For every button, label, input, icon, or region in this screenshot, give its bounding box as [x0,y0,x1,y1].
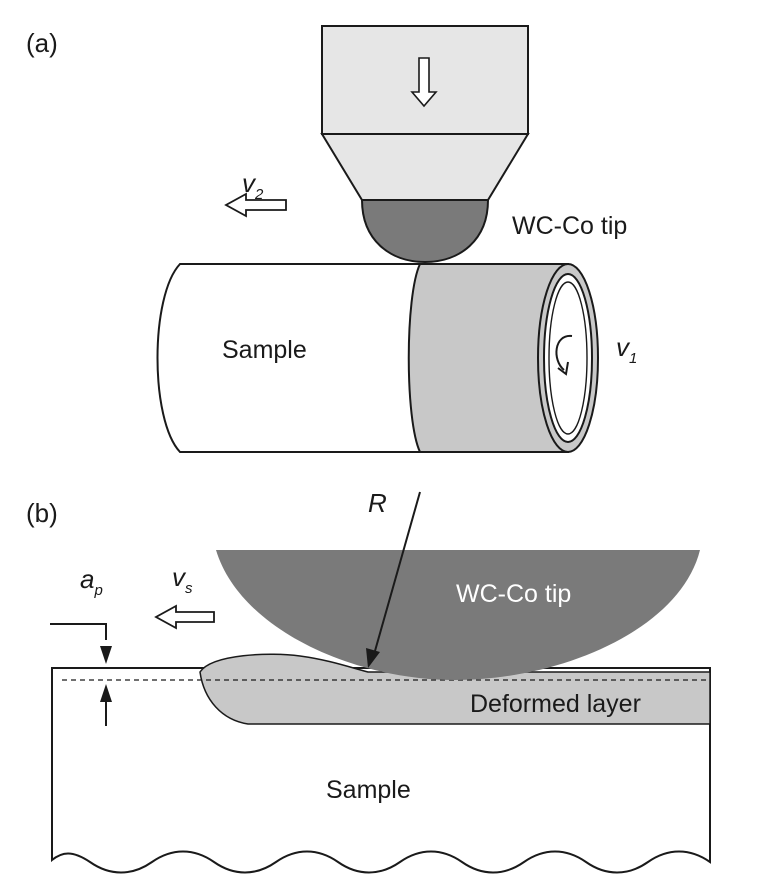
ap-leader-line [50,623,107,640]
v2-arrow-icon [224,192,287,218]
panel-b-label: (b) [26,498,58,528]
ap-symbol: ap [80,564,103,599]
tip-label-a: WC-Co tip [512,212,627,240]
cylinder-end-inner [548,281,588,435]
deformed-layer [199,653,711,725]
v1-symbol: v1 [616,332,637,367]
wc-co-tip-a [360,199,490,264]
v2-symbol: v2 [242,168,264,203]
panel-b: (b) Deformed layer WC-Co tip R ap vs Sam… [26,488,711,874]
tip-label-b: WC-Co tip [456,580,571,608]
sample-label-a: Sample [222,336,307,364]
deformed-layer-label: Deformed layer [470,690,641,718]
radius-label: R [368,488,387,518]
cylinder-body [156,263,421,453]
panel-a-label: (a) [26,28,58,58]
radius-arrowhead-icon [366,648,380,668]
ap-up-arrowhead-icon [100,684,112,702]
radius-arrow-line [372,491,421,659]
vs-arrow-icon [154,604,215,630]
cylinder-sample [156,263,599,453]
tool-holder-taper [320,133,530,201]
down-arrow-icon [410,57,438,108]
wc-co-tip-b [216,550,700,680]
sample-label-b: Sample [326,776,411,804]
rotation-arrowhead-icon [557,361,569,376]
cylinder-processed-band [407,263,569,453]
panel-a: (a) WC-Co tip v2 Sample v1 [26,25,637,453]
rotation-arrow-icon [555,334,573,371]
ap-down-arrowhead-icon [100,646,112,664]
vs-symbol: vs [172,562,193,597]
